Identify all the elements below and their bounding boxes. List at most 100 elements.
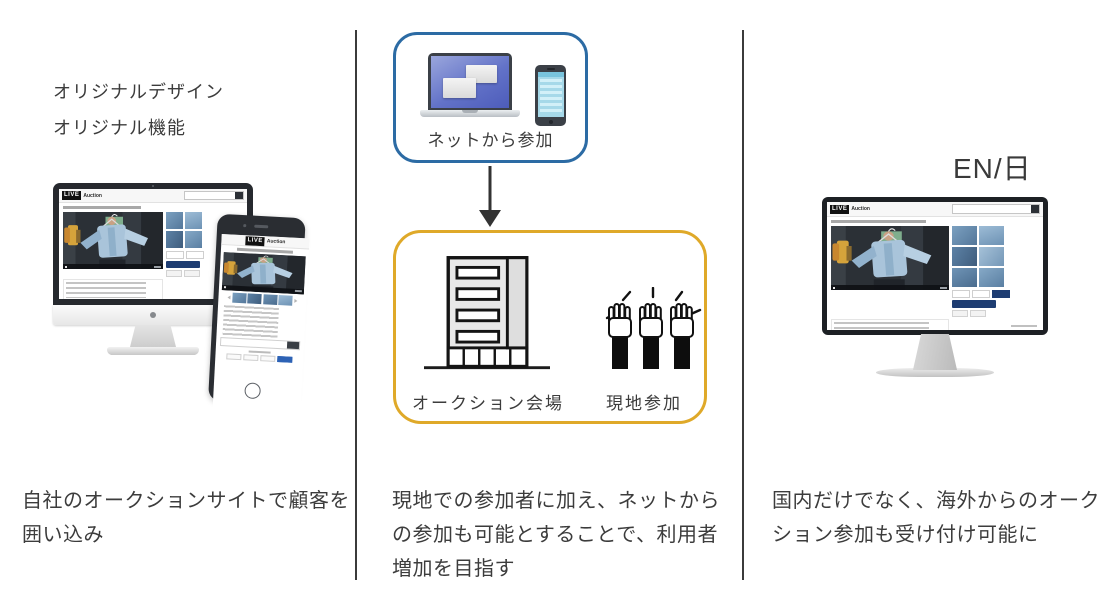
bid-button <box>166 261 200 268</box>
online-participation-box: ネットから参加 <box>393 32 588 163</box>
widescreen-monitor: LIVE Auction <box>822 197 1048 377</box>
monitor-base <box>876 368 994 377</box>
price-box <box>952 290 970 298</box>
live-video <box>221 251 306 294</box>
phone-speaker <box>546 68 555 70</box>
player-controls <box>831 285 949 290</box>
monitor-chin <box>53 305 253 325</box>
search-icon <box>1031 205 1039 213</box>
bid-option-button <box>243 354 259 362</box>
send-button <box>286 341 300 349</box>
caption-line: の参加も可能とすることで、利用者 <box>392 524 718 546</box>
minor-button <box>166 270 182 277</box>
monitor-base <box>107 347 199 355</box>
monitor-stand <box>912 334 958 370</box>
thumbnail <box>952 247 977 266</box>
logo-suffix: Auction <box>83 192 102 199</box>
search-icon <box>235 192 243 199</box>
player-controls <box>63 264 163 269</box>
bid-panel <box>952 289 1010 317</box>
thumbnail <box>952 226 977 245</box>
thumbnail-grid <box>166 212 204 248</box>
minor-button <box>970 310 986 317</box>
denim-jacket-scene <box>63 212 163 269</box>
venue-label: オークション会場 <box>412 394 564 413</box>
thumbnail <box>979 268 1004 287</box>
desktop-monitor-imac: LIVE Auction <box>53 183 253 355</box>
live-video <box>63 212 163 269</box>
thumbnail <box>979 247 1004 266</box>
smartphone-device: LIVE Auction <box>208 213 310 426</box>
phone-app-lines <box>539 79 562 113</box>
minor-buttons <box>166 270 204 277</box>
caption-line: 国内だけでなく、海外からのオーク <box>772 490 1100 512</box>
prev-arrow-icon <box>227 294 231 300</box>
price-row <box>952 290 1010 298</box>
search-bar <box>952 204 1040 214</box>
price-box <box>972 290 990 298</box>
chat-messages <box>834 322 930 330</box>
monitor-bezel: LIVE Auction <box>53 183 253 305</box>
price-row <box>166 251 204 259</box>
heading-line: オリジナル機能 <box>53 118 186 138</box>
bid-option-button <box>260 355 276 362</box>
thumbnail <box>278 294 293 306</box>
chat-box <box>831 319 949 330</box>
chat-input <box>219 336 301 350</box>
footer-text-bar <box>1011 325 1037 327</box>
camera-dot <box>152 185 154 187</box>
site-main <box>59 212 247 277</box>
thumbnail-grid <box>952 226 1010 287</box>
site-header: LIVE Auction <box>221 233 310 250</box>
laptop-icon <box>420 53 520 121</box>
laptop-screen <box>428 53 512 111</box>
raised-hands-icon <box>605 287 702 369</box>
left-caption: 自社のオークションサイトで顧客を 囲い込み <box>22 484 350 552</box>
site-right-column <box>166 212 204 277</box>
bid-button-small <box>992 290 1010 298</box>
thumbnail <box>262 293 278 305</box>
original-design-heading: オリジナルデザイン オリジナル機能 <box>53 74 224 146</box>
thumbnail <box>979 226 1004 245</box>
column-divider-right <box>742 30 744 580</box>
phone-auction-screen: LIVE Auction <box>212 233 310 426</box>
phone-display <box>537 72 564 117</box>
caption-line: 自社のオークションサイトで顧客を <box>22 490 350 512</box>
caption-line: ション参加も受け付け可能に <box>772 524 1039 546</box>
logo-suffix: Auction <box>851 206 870 212</box>
thumbnail <box>952 268 977 287</box>
phone-speaker <box>254 224 269 228</box>
live-logo: LIVE <box>245 235 266 246</box>
bid-button <box>277 356 293 363</box>
thumbnail <box>185 231 202 248</box>
home-button <box>548 119 553 124</box>
chat-box <box>63 279 163 299</box>
bid-option-button <box>226 353 242 361</box>
auction-site-screen: LIVE Auction <box>827 202 1043 330</box>
laptop-display <box>431 56 509 108</box>
arrow-line <box>488 166 492 212</box>
price-box <box>166 251 184 259</box>
phone-camera-dot <box>243 224 247 227</box>
live-logo: LIVE <box>62 191 82 200</box>
language-label: EN/日 <box>953 153 1032 184</box>
phone-app-header <box>537 72 564 77</box>
window-shape <box>442 77 477 98</box>
minor-button <box>184 270 200 277</box>
minor-buttons <box>952 310 1010 317</box>
site-header: LIVE Auction <box>827 202 1043 217</box>
onsite-label: 現地参加 <box>606 394 682 413</box>
minor-button <box>952 310 968 317</box>
thumbnail <box>231 292 247 303</box>
caption-line: 増加を目指す <box>392 558 515 580</box>
item-title-bar <box>63 206 141 209</box>
live-logo: LIVE <box>830 204 850 214</box>
denim-jacket-scene <box>831 226 949 290</box>
laptop-base <box>420 110 520 117</box>
live-video <box>831 226 949 290</box>
smartphone-icon <box>535 65 566 126</box>
bid-button <box>952 300 996 308</box>
column-divider-left <box>355 30 357 580</box>
chat-messages <box>222 304 279 338</box>
online-participation-label: ネットから参加 <box>427 131 554 150</box>
